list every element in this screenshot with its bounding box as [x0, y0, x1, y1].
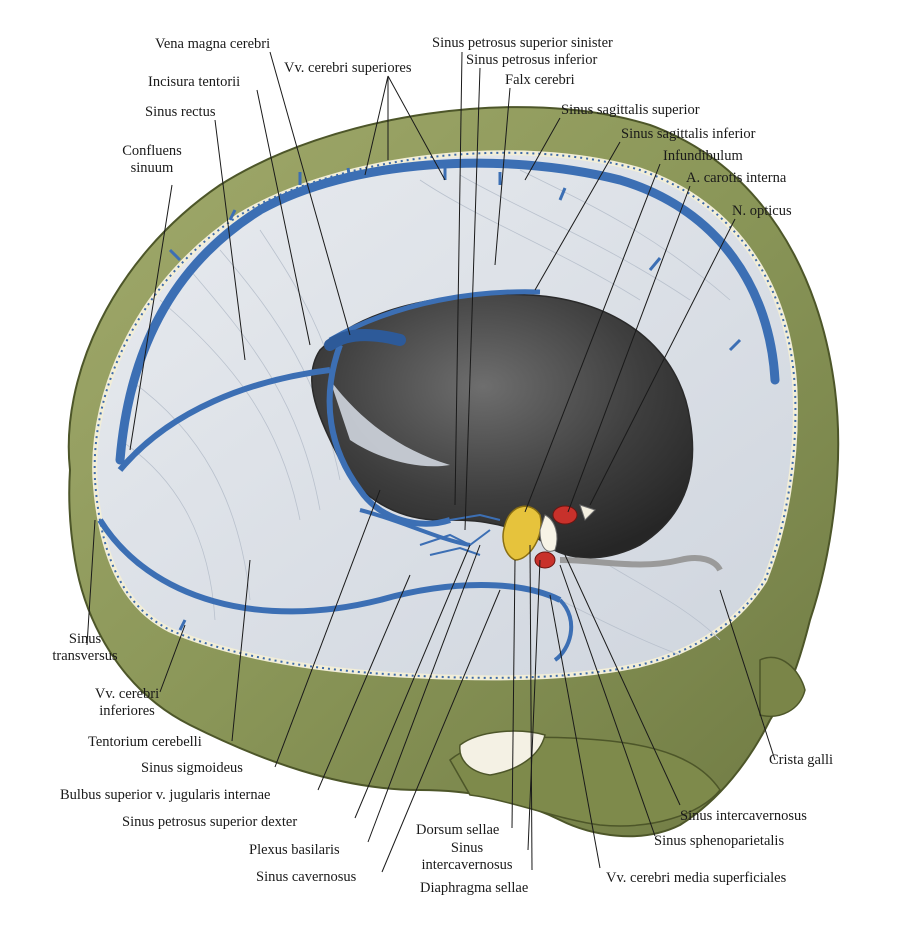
label-sinus-transversus: Sinus transversus [40, 631, 130, 665]
label-infundibulum: Infundibulum [663, 148, 743, 164]
label-crista-galli: Crista galli [769, 752, 834, 768]
label-confluens-sinuum: Confluens sinuum [112, 143, 192, 177]
label-sinus-rectus: Sinus rectus [145, 104, 216, 120]
label-sinus-petrosus-superior-dexter: Sinus petrosus superior dexter [122, 814, 298, 830]
label-tentorium-cerebelli: Tentorium cerebelli [88, 734, 202, 750]
label-a-carotis-interna: A. carotis interna [686, 170, 787, 186]
venous-sinuses [97, 158, 780, 662]
leader-lines [86, 51, 776, 873]
label-sinus-petrosus-inferior: Sinus petrosus inferior [466, 52, 598, 68]
label-vena-magna-cerebri: Vena magna cerebri [155, 36, 271, 52]
label-sinus-intercavernosus-right: Sinus intercavernosus [680, 808, 807, 824]
label-sinus-transversus-line1: Sinus [68, 631, 102, 647]
label-sinus-transversus-line2: transversus [52, 648, 118, 664]
label-sinus-intercavernosus-center: Sinus intercavernosus [397, 840, 537, 874]
label-plexus-basilaris: Plexus basilaris [249, 842, 340, 858]
label-sinus-sagittalis-superior: Sinus sagittalis superior [561, 102, 700, 118]
label-sinus-intercavernosus-center-line2: intercavernosus [421, 857, 513, 873]
sella-region [502, 504, 723, 572]
label-falx-cerebri: Falx cerebri [505, 72, 575, 88]
label-diaphragma-sellae: Diaphragma sellae [420, 880, 529, 896]
label-sinus-sagittalis-inferior: Sinus sagittalis inferior [621, 126, 756, 142]
label-sinus-sigmoideus: Sinus sigmoideus [141, 760, 243, 776]
label-confluens-line2: sinuum [130, 160, 174, 176]
label-dorsum-sellae: Dorsum sellae [416, 822, 500, 838]
label-vv-cerebri-media-superficiales: Vv. cerebri media superficiales [606, 870, 787, 886]
label-vv-cerebri-inferiores: Vv. cerebri inferiores [72, 686, 182, 720]
label-sinus-cavernosus: Sinus cavernosus [256, 869, 357, 885]
label-sinus-sphenoparietalis: Sinus sphenoparietalis [654, 833, 785, 849]
label-vv-cerebri-superiores: Vv. cerebri superiores [284, 60, 412, 76]
label-vv-cerebri-inferiores-line2: inferiores [99, 703, 155, 719]
label-incisura-tentorii: Incisura tentorii [148, 74, 241, 90]
label-n-opticus: N. opticus [732, 203, 792, 219]
label-sinus-petrosus-superior-sinister: Sinus petrosus superior sinister [432, 35, 613, 51]
label-vv-cerebri-inferiores-line1: Vv. cerebri [94, 686, 160, 702]
label-sinus-intercavernosus-center-line1: Sinus [450, 840, 484, 856]
label-bulbus-superior: Bulbus superior v. jugularis internae [60, 787, 271, 803]
label-confluens-line1: Confluens [122, 143, 182, 159]
